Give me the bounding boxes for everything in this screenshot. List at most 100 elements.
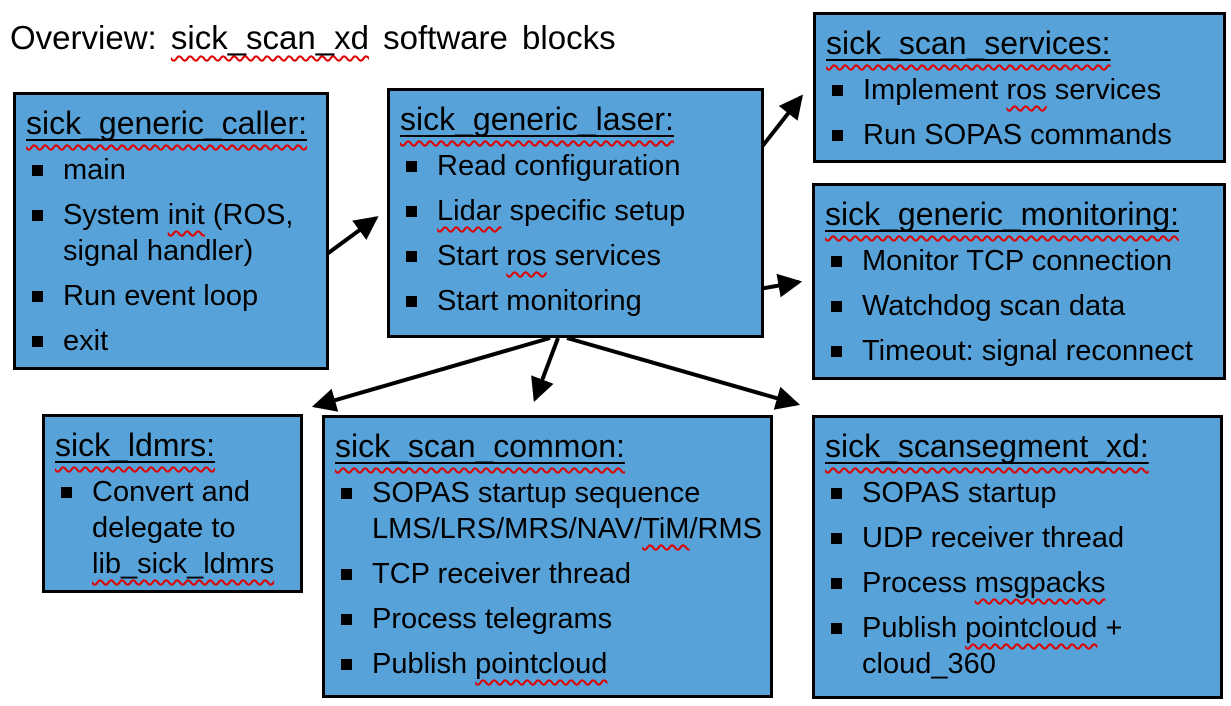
bullet-text: TCP receiver thread (372, 556, 631, 592)
bullet-item: Implement ros services (832, 72, 1213, 108)
square-bullet-icon (61, 487, 72, 498)
bullet-text: Timeout: signal reconnect (862, 333, 1193, 369)
bullet-item: SOPAS startup (831, 475, 1210, 511)
bullet-text: Run event loop (63, 278, 258, 314)
square-bullet-icon (831, 256, 842, 267)
square-bullet-icon (831, 578, 842, 589)
square-bullet-icon (341, 488, 352, 499)
square-bullet-icon (32, 165, 43, 176)
block-title-text: sick_scan_services: (826, 25, 1111, 61)
text-segment: exit (63, 325, 109, 357)
block-title-sick-generic-caller: sick_generic_caller: (26, 103, 316, 143)
square-bullet-icon (341, 569, 352, 580)
page-title-suffix: software blocks (368, 19, 616, 56)
square-bullet-icon (831, 623, 842, 634)
text-segment: LMS/LRS/MRS/NAV/ (372, 513, 643, 545)
square-bullet-icon (341, 614, 352, 625)
bullet-text: Publish pointcloud +cloud_360 (862, 610, 1122, 682)
block-title-text: sick_ldmrs: (55, 427, 216, 463)
spellcheck-word: lib_sick_ldmrs (92, 548, 275, 580)
bullet-text: UDP receiver thread (862, 520, 1124, 556)
text-segment: services (1046, 74, 1162, 106)
bullet-item: Publish pointcloud +cloud_360 (831, 610, 1210, 682)
bullet-text: Process msgpacks (862, 565, 1105, 601)
block-title-text: sick_scan_common: (335, 428, 625, 464)
arrow-laser-to-ldmrs (311, 336, 551, 412)
block-sick-generic-laser: sick_generic_laser: Read configuration L… (387, 88, 764, 338)
text-segment: cloud_360 (862, 648, 996, 680)
square-bullet-icon (832, 85, 843, 96)
bullet-text: Run SOPAS commands (863, 117, 1172, 153)
block-title-sick-scan-common: sick_scan_common: (335, 426, 760, 466)
bullet-item: Read configuration (406, 148, 751, 184)
page-title-highlight: sick_scan_xd (170, 19, 369, 56)
block-title-text: sick_generic_caller: (26, 105, 308, 141)
bullet-item: UDP receiver thread (831, 520, 1210, 556)
bullet-text: Lidar specific setup (437, 193, 685, 229)
block-title-sick-generic-laser: sick_generic_laser: (400, 99, 751, 139)
bullet-item: Publish pointcloud (341, 646, 760, 682)
text-segment: TCP receiver thread (372, 558, 631, 590)
bullet-text: Start monitoring (437, 283, 642, 319)
text-segment: Publish (372, 648, 476, 680)
text-segment: /RMS (689, 513, 762, 545)
text-segment: Convert and (92, 476, 250, 508)
bullet-text: Monitor TCP connection (862, 243, 1172, 279)
bullet-item: Run event loop (32, 278, 316, 314)
bullet-text: SOPAS startup (862, 475, 1057, 511)
spellcheck-word: init (167, 199, 205, 231)
bullet-list: main System init (ROS,signal handler) Ru… (26, 152, 316, 359)
text-segment: Run SOPAS commands (863, 119, 1172, 151)
bullet-list: SOPAS startup UDP receiver thread Proces… (825, 475, 1210, 682)
bullet-text: System init (ROS,signal handler) (63, 197, 293, 269)
text-segment: Run event loop (63, 280, 259, 312)
text-segment: Watchdog scan data (862, 290, 1126, 322)
spellcheck-word: msgpacks (974, 567, 1106, 599)
text-segment: signal handler) (63, 235, 254, 267)
square-bullet-icon (831, 346, 842, 357)
block-title-sick-ldmrs: sick_ldmrs: (55, 425, 290, 465)
bullet-item: Watchdog scan data (831, 288, 1213, 324)
block-sick-generic-caller: sick_generic_caller: main System init (R… (13, 92, 329, 370)
bullet-text: exit (63, 323, 108, 359)
bullet-text: Process telegrams (372, 601, 612, 637)
bullet-list: Implement ros services Run SOPAS command… (826, 72, 1213, 153)
page-title: Overview: sick_scan_xd software blocks (10, 16, 616, 60)
bullet-text: Watchdog scan data (862, 288, 1125, 324)
bullet-item: Process telegrams (341, 601, 760, 637)
bullet-item: Lidar specific setup (406, 193, 751, 229)
spellcheck-word: Lidar (437, 195, 502, 227)
bullet-text: Read configuration (437, 148, 680, 184)
block-sick-generic-monitoring: sick_generic_monitoring: Monitor TCP con… (812, 183, 1226, 380)
bullet-item: Start ros services (406, 238, 751, 274)
square-bullet-icon (32, 210, 43, 221)
block-sick-scan-common: sick_scan_common: SOPAS startup sequence… (322, 415, 773, 698)
bullet-item: Monitor TCP connection (831, 243, 1213, 279)
bullet-text: main (63, 152, 126, 188)
bullet-text: Implement ros services (863, 72, 1161, 108)
block-sick-scansegment-xd: sick_scansegment_xd: SOPAS startup UDP r… (812, 415, 1223, 699)
square-bullet-icon (831, 488, 842, 499)
arrow-laser-to-common (531, 337, 560, 402)
text-segment: System (63, 199, 168, 231)
text-segment: main (63, 154, 126, 186)
bullet-item: main (32, 152, 316, 188)
block-title-sick-scansegment-xd: sick_scansegment_xd: (825, 426, 1210, 466)
text-segment: Start monitoring (437, 285, 642, 317)
bullet-item: Start monitoring (406, 283, 751, 319)
bullet-item: exit (32, 323, 316, 359)
square-bullet-icon (406, 296, 417, 307)
text-segment: Implement (863, 74, 1007, 106)
block-title-text: sick_generic_laser: (400, 101, 674, 137)
spellcheck-word: ros (506, 240, 547, 272)
arrow-laser-to-scansegment (566, 336, 801, 410)
text-segment: Monitor TCP connection (862, 245, 1173, 277)
square-bullet-icon (406, 206, 417, 217)
text-segment: services (546, 240, 662, 272)
text-segment: Process telegrams (372, 603, 613, 635)
